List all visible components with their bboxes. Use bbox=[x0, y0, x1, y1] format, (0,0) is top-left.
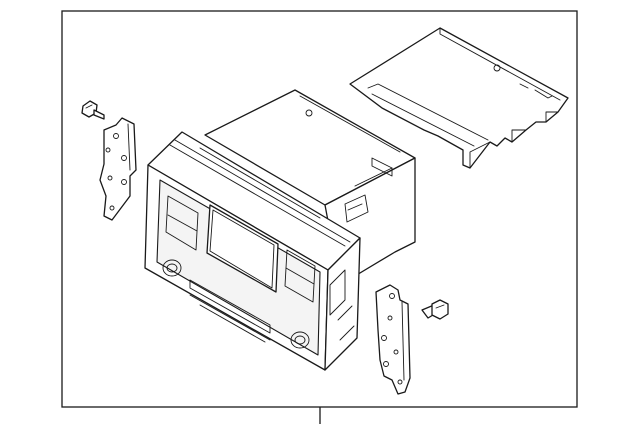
left-screw bbox=[81, 100, 105, 120]
right-mounting-bracket bbox=[375, 284, 411, 395]
radio-head-unit bbox=[144, 89, 416, 371]
rear-cover-plate bbox=[349, 27, 569, 169]
right-screw bbox=[421, 299, 449, 320]
left-mounting-bracket bbox=[99, 117, 137, 221]
